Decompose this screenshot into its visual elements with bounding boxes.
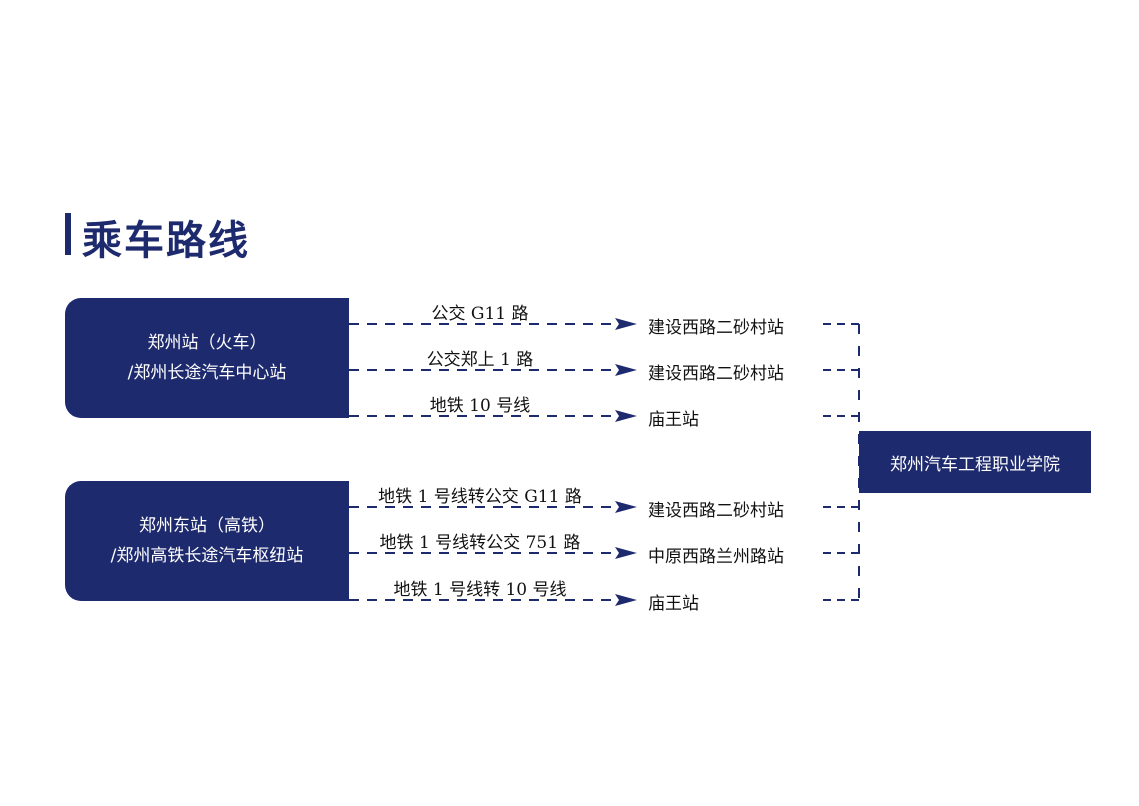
- station-label: 建设西路二砂村站: [648, 318, 784, 338]
- station-label: 建设西路二砂村站: [648, 364, 784, 384]
- arrow-icon: [615, 364, 637, 376]
- station-label: 中原西路兰州路站: [648, 547, 784, 567]
- arrow-icon: [615, 410, 637, 422]
- station-label: 庙王站: [648, 594, 699, 614]
- origin-line2: /郑州长途汽车中心站: [127, 363, 287, 383]
- arrow-icon: [615, 501, 637, 513]
- arrow-icon: [615, 594, 637, 606]
- destination-box: 郑州汽车工程职业学院: [859, 431, 1091, 493]
- arrow-icon: [615, 318, 637, 330]
- route-label: 地铁 1 号线转公交 751 路: [379, 533, 581, 553]
- origin-line1: 郑州站（火车）: [147, 333, 267, 353]
- station-label: 庙王站: [648, 410, 699, 430]
- route-label: 地铁 10 号线: [429, 396, 531, 416]
- origin-box-zhengzhou-station: 郑州站（火车） /郑州长途汽车中心站: [65, 298, 349, 418]
- route-label: 地铁 1 号线转公交 G11 路: [378, 487, 582, 507]
- title-accent-bar: [65, 213, 71, 255]
- route-label: 地铁 1 号线转 10 号线: [393, 580, 567, 600]
- route-label: 公交 G11 路: [431, 304, 529, 324]
- station-label: 建设西路二砂村站: [648, 501, 784, 521]
- arrow-icon: [615, 547, 637, 559]
- route-label: 公交郑上 1 路: [426, 350, 534, 370]
- origin-line2: /郑州高铁长途汽车枢纽站: [110, 546, 304, 566]
- page-title: 乘车路线: [82, 218, 250, 264]
- origin-line1: 郑州东站（高铁）: [139, 516, 275, 536]
- origin-box-zhengzhou-east-station: 郑州东站（高铁） /郑州高铁长途汽车枢纽站: [65, 481, 349, 601]
